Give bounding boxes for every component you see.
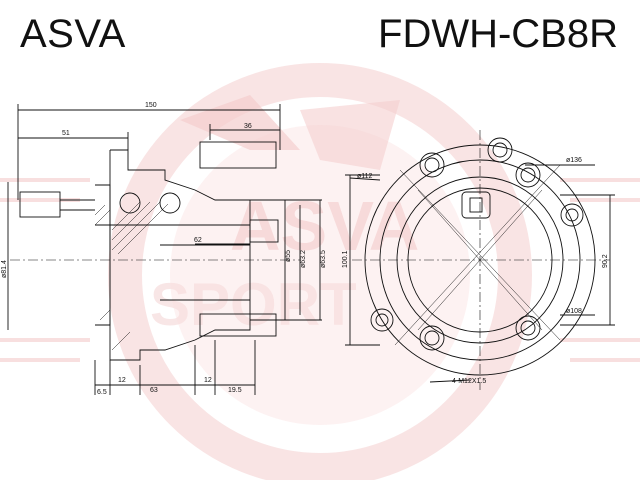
- dim-bottom-2: 12: [118, 377, 126, 384]
- side-view: [7, 104, 322, 395]
- dim-pilot: ø112: [357, 173, 373, 180]
- dim-bottom-1: 6.5: [97, 389, 107, 396]
- dim-hub-center: 62: [194, 237, 202, 244]
- dim-bolt-circle-outer: ø136: [566, 157, 582, 164]
- dim-pcd-height: 90.2: [602, 254, 609, 268]
- dim-flange-height: 100.1: [342, 250, 349, 268]
- dim-stud-length: 36: [244, 123, 252, 130]
- front-view: [345, 130, 615, 390]
- svg-text:SPORT: SPORT: [150, 271, 357, 338]
- dim-bore-1: ø55: [285, 250, 292, 262]
- dim-stud-pcd: ø108: [566, 308, 582, 315]
- part-number: FDWH-CB8R: [378, 12, 618, 56]
- dim-bore-2: ø63.2: [300, 250, 307, 268]
- dim-bottom-5: 19.5: [228, 387, 242, 394]
- watermark: ASVA SPORT: [0, 63, 640, 480]
- dim-bore-3: ø63.5: [320, 250, 327, 268]
- dim-overall-length: 150: [145, 102, 157, 109]
- brand-logo-text: ASVA: [20, 12, 126, 56]
- dim-thread: 4-M12X1.5: [452, 378, 486, 385]
- dim-hub-offset: 51: [62, 130, 70, 137]
- dim-bottom-3: 63: [150, 387, 158, 394]
- dim-bottom-4: 12: [204, 377, 212, 384]
- dim-outer-diameter: ø81.4: [1, 260, 8, 278]
